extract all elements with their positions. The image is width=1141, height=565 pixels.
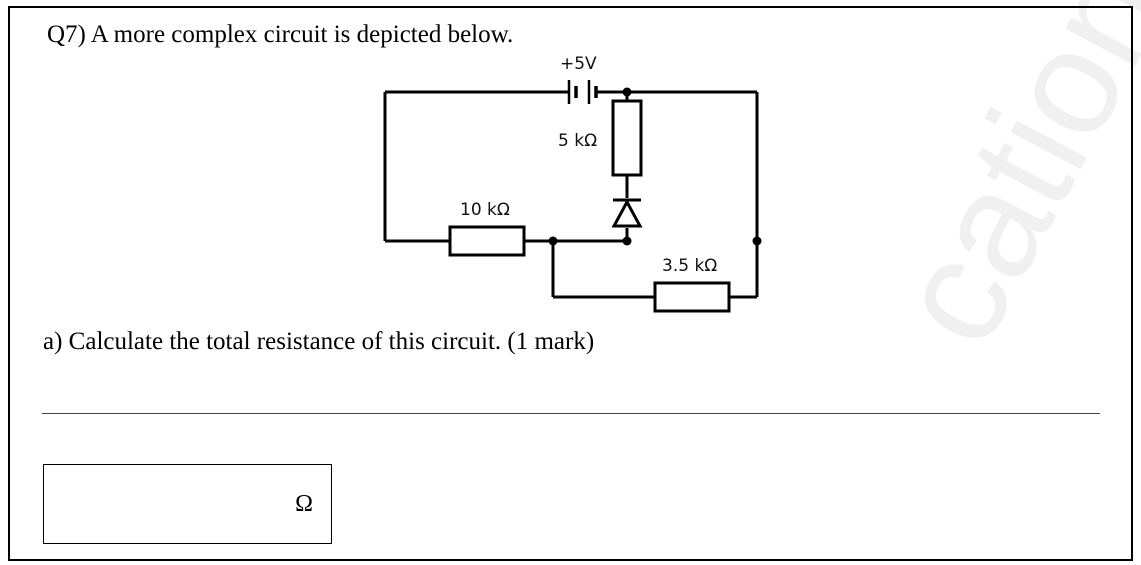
answer-working-line: [42, 413, 1100, 414]
junction-dot: [752, 236, 762, 246]
resistor-5k-label: 5 kΩ: [558, 131, 597, 151]
resistor-10k-label: 10 kΩ: [460, 200, 510, 220]
question-frame: [8, 6, 1133, 561]
question-part-a: a) Calculate the total resistance of thi…: [43, 328, 595, 355]
junction-dot: [622, 236, 632, 246]
diode-icon: [611, 198, 643, 228]
resistor-3-5k-label: 3.5 kΩ: [662, 256, 717, 276]
question-title: Q7) A more complex circuit is depicted b…: [47, 21, 514, 48]
resistor-3-5k: [653, 281, 731, 313]
supply-label: +5V: [560, 54, 597, 74]
junction-dot: [622, 87, 632, 97]
junction-dot: [548, 236, 558, 246]
resistor-10k: [448, 225, 526, 257]
answer-input-box[interactable]: Ω: [43, 464, 332, 544]
resistor-5k: [611, 99, 643, 177]
battery-icon: [567, 80, 598, 104]
unit-label: Ω: [295, 491, 313, 517]
